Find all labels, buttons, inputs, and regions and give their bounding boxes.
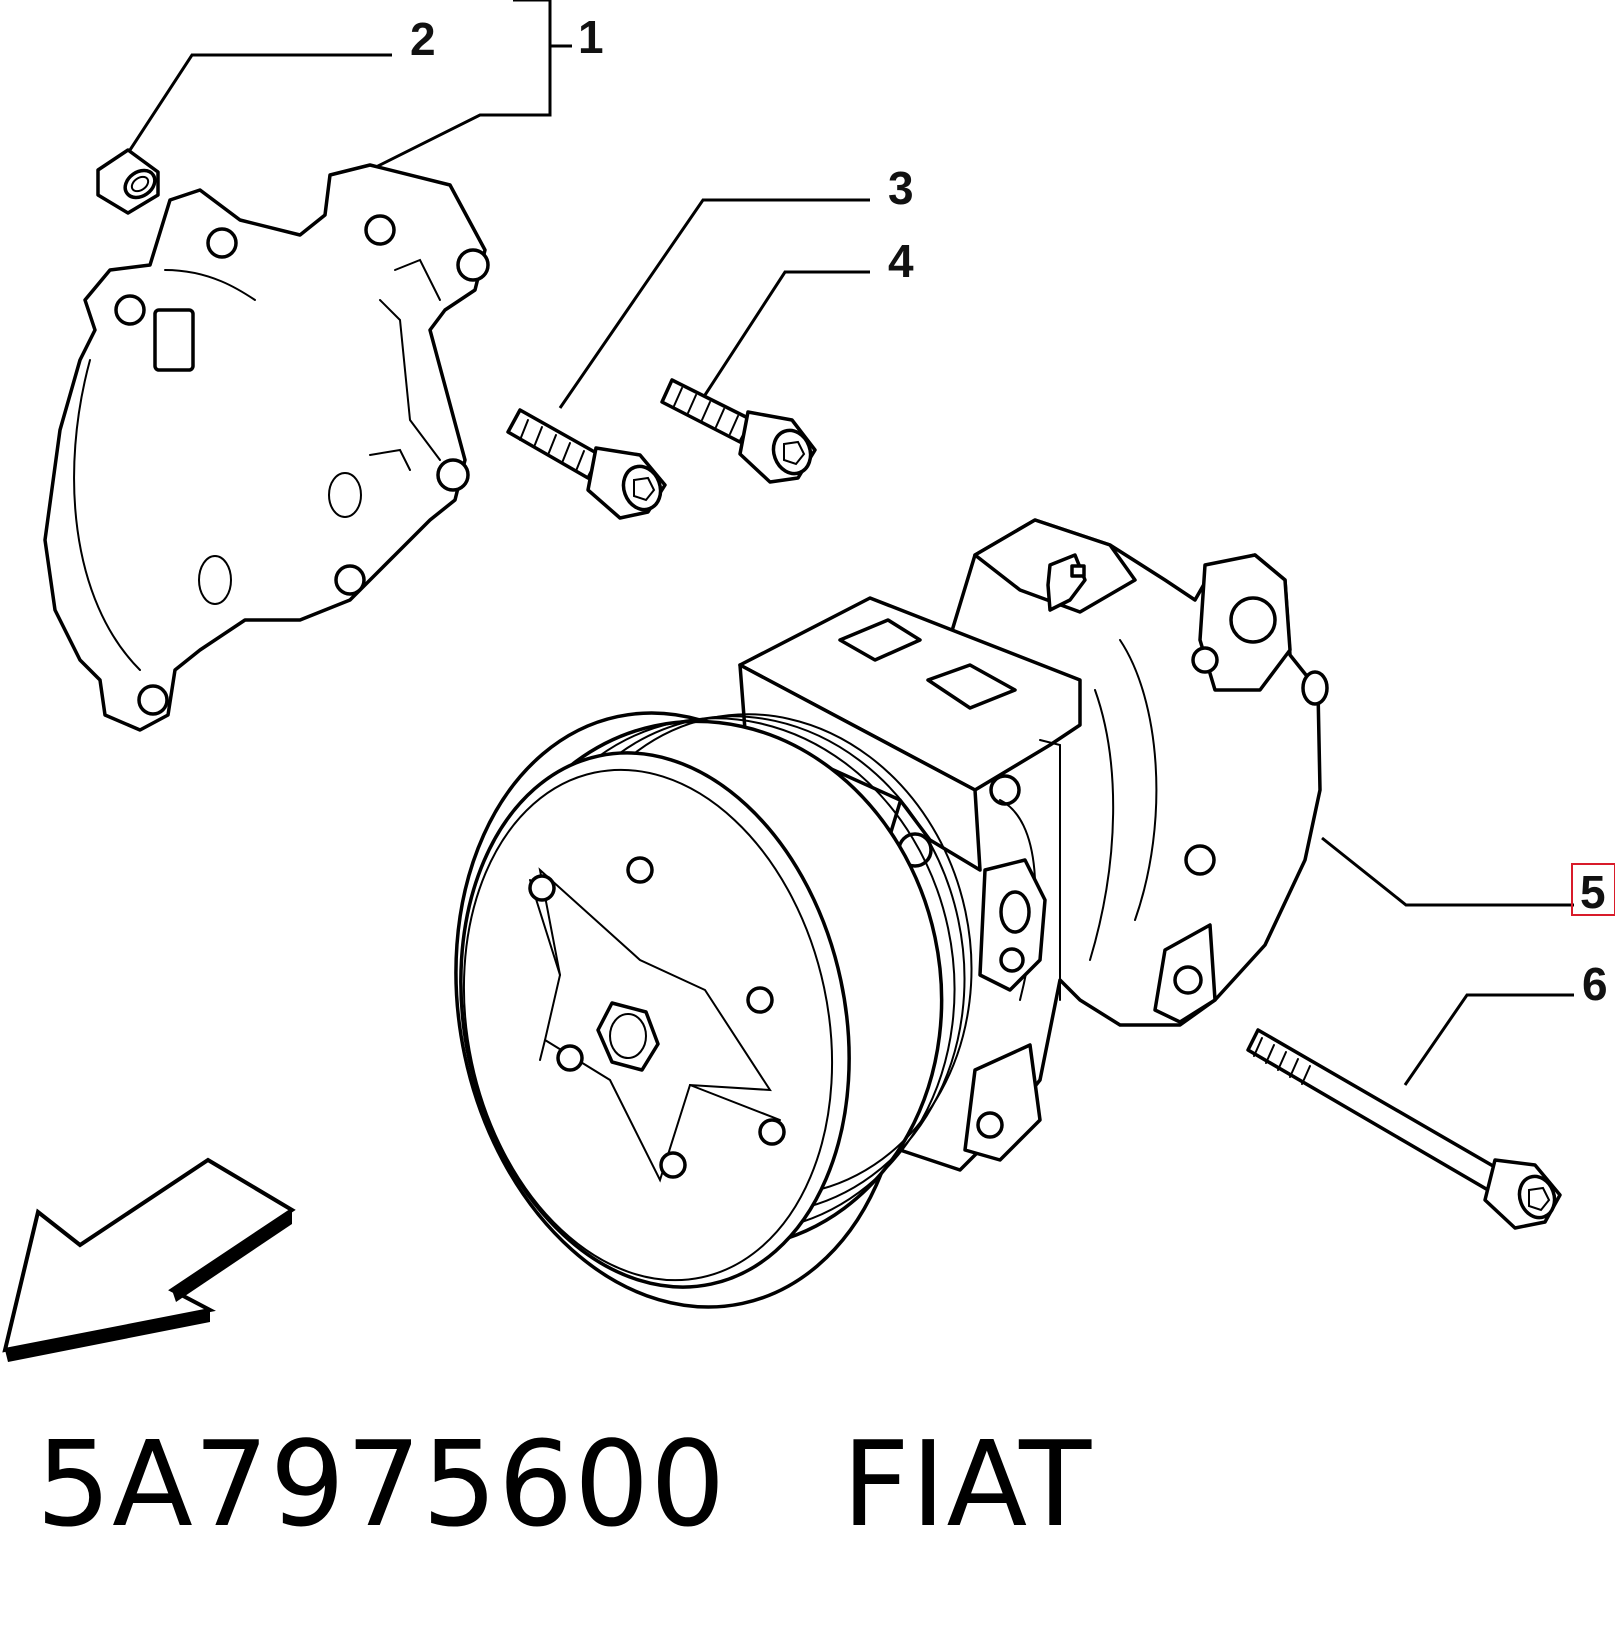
bolt-part-3[interactable] [506,408,667,520]
leader-line-3 [558,198,870,409]
brand-name: FIAT [841,1415,1093,1553]
leader-line-4 [703,270,870,396]
leader-line-6 [1403,993,1574,1086]
callout-2[interactable]: 2 [410,13,436,65]
leader-lines [128,0,1574,1086]
mounting-bracket-part[interactable] [43,163,490,732]
callout-6[interactable]: 6 [1582,958,1608,1010]
bolt-part-4[interactable] [660,378,817,484]
direction-arrow-icon [2,1157,296,1362]
part-number: 5A7975600 [36,1415,727,1553]
part-caption: 5A7975600 FIAT [36,1425,1092,1543]
callout-5[interactable]: 5 [1580,866,1606,918]
callout-3[interactable]: 3 [888,162,914,214]
callout-4[interactable]: 4 [888,235,914,287]
long-bolt-part-6[interactable] [1246,1028,1562,1230]
leader-line-5 [1321,836,1574,907]
bushing-part[interactable] [96,148,160,215]
leader-line-1 [369,0,552,172]
callout-1[interactable]: 1 [578,11,604,63]
leader-line-2 [128,53,392,151]
ac-compressor-part[interactable] [402,518,1329,1349]
callout-5-highlight [1571,863,1615,916]
